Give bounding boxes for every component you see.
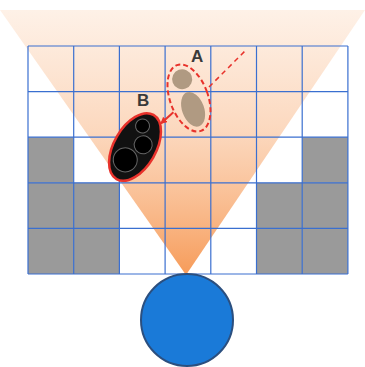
grid-line bbox=[210, 46, 211, 274]
grid-line bbox=[28, 45, 348, 46]
object-shape bbox=[164, 62, 214, 134]
grid-line bbox=[302, 46, 303, 274]
grid-cell bbox=[74, 183, 120, 229]
grid-line bbox=[28, 137, 348, 138]
sensor-fan bbox=[0, 10, 365, 275]
grid-line bbox=[256, 46, 257, 274]
ghost-blob bbox=[169, 66, 195, 92]
current-outline bbox=[98, 104, 171, 189]
grid-cell bbox=[211, 228, 257, 274]
motion-arrow bbox=[161, 112, 174, 123]
grid-line bbox=[73, 46, 74, 274]
robot-circle bbox=[141, 274, 233, 366]
previous-outline bbox=[159, 59, 219, 138]
object-label: B bbox=[137, 92, 149, 109]
grid-line bbox=[28, 228, 348, 229]
grid-cell bbox=[302, 137, 348, 183]
tracked-object: B bbox=[107, 111, 163, 183]
grid-line bbox=[347, 46, 348, 274]
grid-lines bbox=[28, 46, 348, 274]
grid-cell bbox=[302, 92, 348, 138]
grid-line bbox=[28, 91, 348, 92]
grid-line bbox=[165, 46, 166, 274]
grid-cell bbox=[257, 183, 303, 229]
object-shape bbox=[107, 111, 163, 183]
object-label: A bbox=[191, 48, 203, 65]
grid-line bbox=[27, 46, 28, 274]
grid-cell bbox=[74, 228, 120, 274]
object-blob bbox=[109, 143, 142, 176]
grid-line bbox=[28, 182, 348, 183]
object-blob bbox=[133, 116, 152, 135]
grid-cell bbox=[302, 228, 348, 274]
grid-cell bbox=[302, 183, 348, 229]
grid-cell bbox=[257, 228, 303, 274]
ghost-blob bbox=[177, 89, 210, 130]
grid-cell bbox=[28, 228, 74, 274]
sensor-ray bbox=[209, 50, 246, 87]
tracked-object: A bbox=[164, 62, 214, 134]
grid-cell bbox=[28, 137, 74, 183]
grid-cell bbox=[28, 183, 74, 229]
